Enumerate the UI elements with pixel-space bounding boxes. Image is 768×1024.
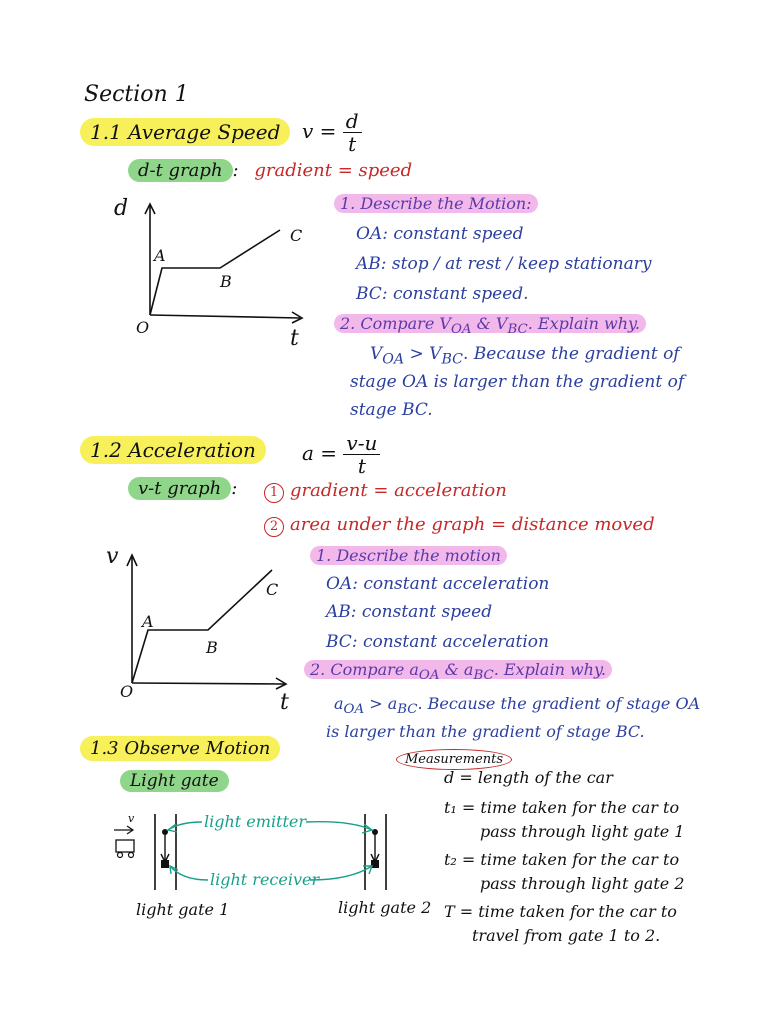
light-emitter-label: light emitter bbox=[204, 812, 307, 831]
velocity-label: v bbox=[128, 812, 135, 825]
vt-origin-label: O bbox=[120, 682, 134, 701]
light-gate-2-label: light gate 2 bbox=[338, 898, 432, 917]
formula-fraction: v-u t bbox=[343, 432, 381, 478]
dt-axis-x-label: t bbox=[290, 326, 299, 351]
s12-answer-line-2: is larger than the gradient of stage BC. bbox=[326, 722, 645, 741]
acceleration-formula: a = v-u t bbox=[302, 432, 381, 478]
vt-point-a: A bbox=[142, 612, 154, 631]
rule-1-number: 1 bbox=[264, 483, 284, 503]
dt-graph bbox=[144, 202, 304, 324]
formula-fraction: d t bbox=[342, 110, 362, 156]
s12-question-2: 2. Compare aOA & aBC. Explain why. bbox=[304, 660, 612, 683]
s12-ans-rest: . Because the gradient of stage OA bbox=[417, 694, 701, 713]
measure-T-line-1: T = time taken for the car to bbox=[444, 902, 677, 921]
s12-q1-text: 1. Describe the motion bbox=[310, 546, 507, 565]
s12-ans-sub1: OA bbox=[343, 702, 365, 718]
dt-point-b: B bbox=[220, 272, 232, 291]
s11-ans-sub1: OA bbox=[382, 351, 405, 368]
light-gate-1-label: light gate 1 bbox=[136, 900, 230, 919]
s11-question-2: 2. Compare VOA & VBC. Explain why. bbox=[334, 314, 646, 337]
measure-t2-line-2: pass through light gate 2 bbox=[480, 874, 685, 893]
measure-T-line-2: travel from gate 1 to 2. bbox=[472, 926, 661, 945]
vt-rule-2: 2 area under the graph = distance moved bbox=[264, 514, 655, 537]
formula-denominator: t bbox=[348, 132, 357, 156]
s12-ans-a: a bbox=[334, 694, 344, 713]
s12-question-1: 1. Describe the motion bbox=[310, 546, 507, 565]
dt-point-c: C bbox=[290, 226, 303, 245]
s12-bc: BC: constant acceleration bbox=[326, 632, 549, 652]
s11-q2-b: & V bbox=[471, 314, 508, 333]
measure-t1-line-1: t₁ = time taken for the car to bbox=[444, 798, 680, 817]
formula-numerator: v-u bbox=[343, 432, 381, 455]
s11-ans-gt: > V bbox=[404, 344, 442, 364]
s12-ans-sub2: BC bbox=[397, 702, 418, 718]
dt-graph-label-row: d-t graph: gradient = speed bbox=[128, 159, 413, 182]
s11-answer-line-2: stage OA is larger than the gradient of bbox=[350, 372, 685, 392]
section-title: Section 1 bbox=[84, 82, 189, 107]
vt-axis-x-label: t bbox=[280, 690, 289, 715]
heading-1-1: 1.1 Average Speed bbox=[80, 118, 291, 146]
s11-answer-line-1: VOA > VBC. Because the gradient of bbox=[370, 344, 680, 367]
s12-q2-sub2: BC bbox=[473, 668, 494, 684]
measurements-label: Measurements bbox=[396, 749, 512, 770]
s12-q2-sub1: OA bbox=[418, 668, 440, 684]
vt-graph bbox=[126, 553, 288, 690]
s11-q2-sub1: OA bbox=[450, 322, 472, 338]
light-gate-diagram bbox=[114, 814, 387, 890]
s12-q2-highlight: 2. Compare aOA & aBC. Explain why. bbox=[304, 660, 612, 683]
s11-answer-line-3: stage BC. bbox=[350, 400, 433, 420]
heading-1-2: 1.2 Acceleration bbox=[80, 436, 266, 464]
dt-graph-colon: : bbox=[232, 160, 239, 181]
rule-1-text: gradient = acceleration bbox=[290, 480, 507, 501]
s11-q2-c: . Explain why. bbox=[527, 314, 640, 333]
formula-numerator: d bbox=[342, 110, 362, 133]
light-gate-tag: Light gate bbox=[120, 770, 229, 792]
s11-q2-a: 2. Compare V bbox=[340, 314, 451, 333]
s12-q2-a: 2. Compare a bbox=[310, 660, 419, 679]
heading-1-3: 1.3 Observe Motion bbox=[80, 736, 281, 761]
s11-ans-rest: . Because the gradient of bbox=[462, 344, 680, 364]
dt-point-a: A bbox=[154, 246, 166, 265]
measure-t2-line-1: t₂ = time taken for the car to bbox=[444, 850, 680, 869]
vt-graph-line bbox=[131, 569, 273, 684]
vt-rule-1: 1 gradient = acceleration bbox=[264, 480, 507, 503]
dt-gradient-rule: gradient = speed bbox=[254, 160, 413, 181]
formula-denominator: t bbox=[357, 454, 366, 478]
s12-q2-b: & a bbox=[439, 660, 474, 679]
speed-formula: v = d t bbox=[302, 110, 362, 155]
s12-ans-gt: > a bbox=[364, 694, 398, 713]
formula-lhs: v = bbox=[302, 119, 337, 143]
s11-bc: BC: constant speed. bbox=[356, 284, 529, 304]
s12-answer-line-1: aOA > aBC. Because the gradient of stage… bbox=[334, 694, 700, 717]
formula-lhs: a = bbox=[302, 441, 338, 465]
s11-q2-highlight: 2. Compare VOA & VBC. Explain why. bbox=[334, 314, 646, 337]
rule-2-number: 2 bbox=[264, 517, 284, 537]
dt-axis-y-label: d bbox=[114, 196, 129, 221]
measurements-bubble: Measurements bbox=[396, 748, 512, 770]
vt-axis-y-label: v bbox=[106, 544, 119, 569]
s11-q1-text: 1. Describe the Motion: bbox=[334, 194, 538, 213]
s12-q2-c: . Explain why. bbox=[493, 660, 606, 679]
dt-graph-tag: d-t graph bbox=[128, 159, 233, 182]
s12-oa: OA: constant acceleration bbox=[326, 574, 550, 594]
vt-point-c: C bbox=[266, 580, 279, 599]
s12-ab: AB: constant speed bbox=[326, 602, 493, 622]
s11-ab: AB: stop / at rest / keep stationary bbox=[356, 254, 652, 274]
rule-2-text: area under the graph = distance moved bbox=[290, 514, 655, 535]
vt-graph-tag: v-t graph bbox=[128, 477, 232, 500]
vt-graph-label-row: v-t graph: bbox=[128, 477, 238, 500]
vt-graph-colon: : bbox=[231, 478, 238, 499]
measure-d: d = length of the car bbox=[444, 768, 613, 787]
vt-point-b: B bbox=[206, 638, 218, 657]
light-receiver-label: light receiver bbox=[210, 870, 320, 889]
s11-q2-sub2: BC bbox=[507, 322, 528, 338]
s11-ans-sub2: BC bbox=[441, 351, 463, 368]
measure-t1-line-2: pass through light gate 1 bbox=[480, 822, 685, 841]
dt-origin-label: O bbox=[136, 318, 150, 337]
s11-ans-v: V bbox=[370, 344, 383, 364]
s11-oa: OA: constant speed bbox=[356, 224, 524, 244]
s11-question-1: 1. Describe the Motion: bbox=[334, 194, 538, 213]
dt-graph-line bbox=[149, 229, 281, 316]
